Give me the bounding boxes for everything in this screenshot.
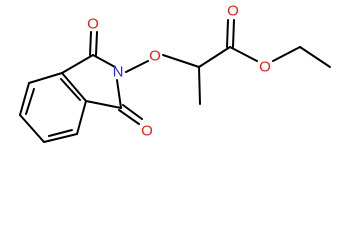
bond-c8-c6 xyxy=(85,100,122,109)
atom-o-carbonyl: O xyxy=(227,3,239,20)
benzene-ring xyxy=(19,72,87,143)
bond-o-ether-ch xyxy=(162,54,200,68)
atom-o-bottom: O xyxy=(141,123,153,140)
atom-o-top: O xyxy=(87,16,99,33)
bond-n-o-ether xyxy=(125,60,149,73)
atom-n: N xyxy=(113,64,124,81)
bond-ring-inner-2 xyxy=(48,129,73,137)
bond-c7-o-top-a xyxy=(89,31,92,56)
bond-c7-n xyxy=(92,54,116,68)
atom-labels: O O N O O O xyxy=(87,3,271,140)
atom-o-ether: O xyxy=(149,48,161,65)
bond-c1-c7 xyxy=(61,54,94,74)
bond-ring-inner-1 xyxy=(25,88,35,115)
bond-ring-c6-c1 xyxy=(61,72,87,102)
bond-ring-inner-3 xyxy=(60,78,81,101)
atom-o-ester: O xyxy=(259,59,271,76)
bond-n-c8 xyxy=(116,79,122,109)
bond-c8-o-bottom-a xyxy=(118,109,140,125)
bond-ring-c2-c3 xyxy=(19,82,30,116)
bond-c-o-carbonyl-b xyxy=(232,19,235,48)
bond-c7-o-top-b xyxy=(95,31,98,56)
bond-ch-methyl xyxy=(198,66,201,105)
bond-ring-c1-c2 xyxy=(28,72,63,84)
imide-ring xyxy=(61,31,143,125)
bond-c-o-carbonyl-a xyxy=(226,19,229,48)
bond-ring-c4-c5 xyxy=(43,133,78,143)
structure-diagram: O O N O O O xyxy=(19,3,331,143)
side-chain xyxy=(125,19,331,105)
bond-c-o-ester xyxy=(229,46,258,62)
bond-ring-c5-c6 xyxy=(76,100,87,135)
bond-ch-c-carbonyl xyxy=(198,46,231,68)
bond-o-ester-ch2 xyxy=(272,46,301,62)
bond-ch2-ch3 xyxy=(299,46,331,68)
bond-ring-c3-c4 xyxy=(19,114,45,143)
bond-c8-o-bottom-b xyxy=(122,104,143,120)
